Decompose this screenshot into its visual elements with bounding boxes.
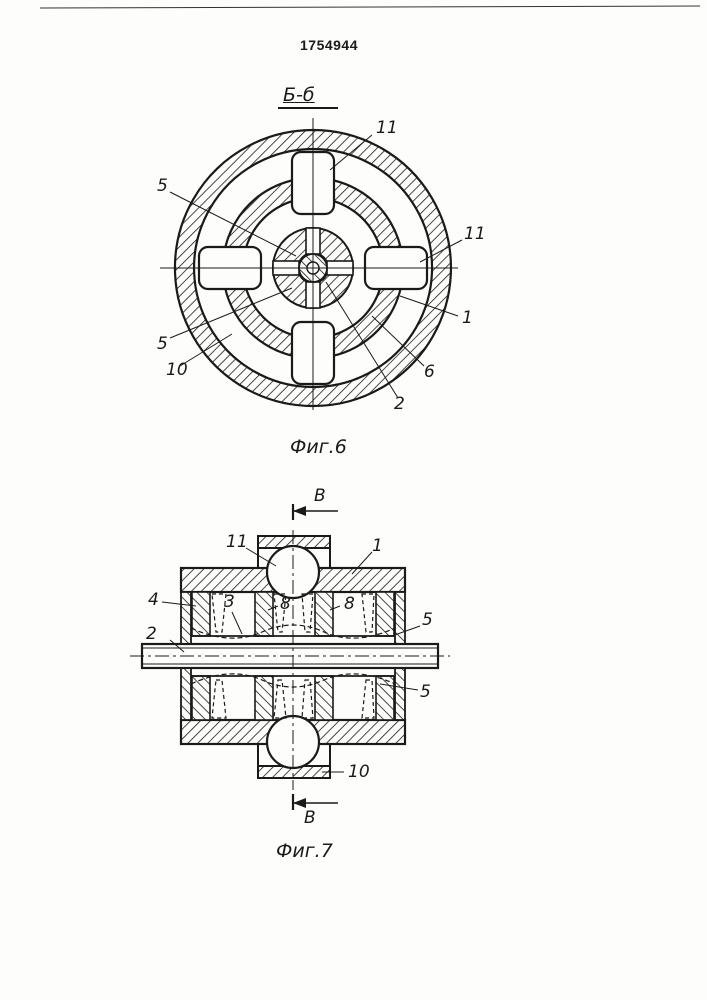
fig7-block-right-lower [376, 676, 394, 720]
fig7-label-11: 11 [226, 534, 248, 551]
fig7-block-right-upper [376, 592, 394, 636]
fig6-label-2: 2 [394, 396, 405, 413]
fig7-block-8a-upper [255, 592, 273, 636]
fig7-dashed-wedge-8 [362, 680, 374, 718]
fig7-section-arrowhead-bottom [293, 798, 306, 808]
fig6-label-10: 10 [166, 362, 188, 379]
fig6-cross-section [160, 108, 462, 410]
fig7-label-1: 1 [372, 538, 383, 555]
fig7-section-label-top: В [314, 488, 326, 505]
fig6-caption: Фиг.6 [290, 438, 347, 457]
fig7-label-5-lower: 5 [420, 684, 431, 701]
fig7-caption: Фиг.7 [276, 842, 333, 861]
top-border-line [40, 6, 700, 8]
fig7-dashed-wedge-5 [212, 680, 226, 718]
fig7-leader-3 [232, 612, 242, 634]
fig7-label-8a: 8 [280, 596, 291, 613]
fig7-label-3: 3 [224, 594, 235, 611]
fig7-label-10: 10 [348, 764, 370, 781]
fig7-dashed-wedge-4 [362, 594, 374, 632]
fig7-section-arrowhead-top [293, 506, 306, 516]
fig6-section-label: Б-б [283, 86, 315, 105]
fig6-label-6: 6 [424, 364, 435, 381]
fig6-label-11-right: 11 [464, 226, 486, 243]
fig6-label-5-lower: 5 [157, 336, 168, 353]
fig7-block-8a-lower [255, 676, 273, 720]
fig7-label-8b: 8 [344, 596, 355, 613]
fig6-label-11-top: 11 [376, 120, 398, 137]
fig6-label-5-upper: 5 [157, 178, 168, 195]
fig7-section-label-bottom: В [304, 810, 316, 827]
fig7-label-5-upper: 5 [422, 612, 433, 629]
fig6-label-1: 1 [462, 310, 473, 327]
fig7-label-4: 4 [148, 592, 159, 609]
fig7-label-2: 2 [146, 626, 157, 643]
fig7-longitudinal-section [130, 504, 450, 810]
